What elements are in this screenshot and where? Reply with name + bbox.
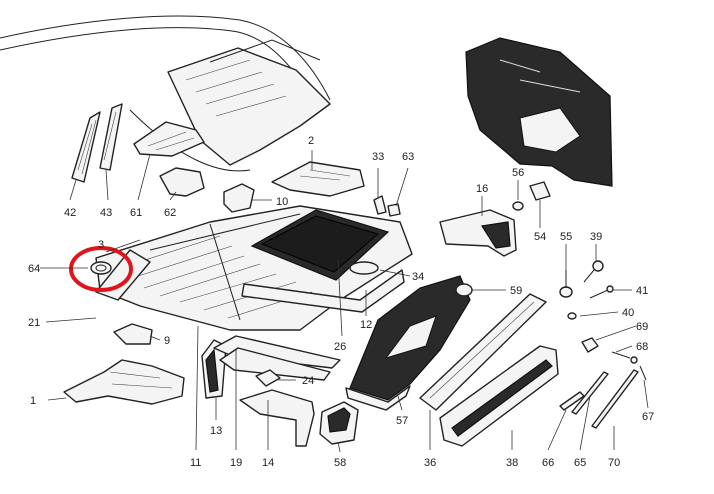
callout-26: 26	[334, 341, 346, 353]
callout-14: 14	[262, 457, 274, 469]
callout-9: 9	[164, 335, 170, 347]
callout-36: 36	[424, 457, 436, 469]
part-38-bumper	[439, 345, 559, 447]
part-55-bolt	[559, 270, 573, 298]
part-14-bracket	[239, 389, 315, 447]
part-64-grommet	[90, 261, 112, 275]
rear-body-section	[465, 37, 613, 187]
roof-outline	[0, 15, 331, 172]
callout-24: 24	[302, 375, 314, 387]
callout-41: 41	[636, 285, 648, 297]
part-10-bracket	[223, 183, 255, 213]
callout-16: 16	[476, 183, 488, 195]
callout-59: 59	[510, 285, 522, 297]
callout-12: 12	[360, 319, 372, 331]
callout-labels: 1 2 3 9 10 11 12 13 14 16 19 21 24 26 33…	[28, 135, 654, 469]
callout-58: 58	[334, 457, 346, 469]
part-63-clip	[387, 203, 401, 217]
part-9-bracket	[113, 323, 153, 345]
part-39-eyebolt	[583, 260, 604, 283]
callout-67: 67	[642, 411, 654, 423]
leader-lines	[40, 150, 649, 453]
callout-64: 64	[28, 263, 40, 275]
part-65-strip	[571, 371, 609, 415]
part-33-clip	[373, 195, 387, 215]
callout-13: 13	[210, 425, 222, 437]
part-57-rear-panel	[345, 275, 471, 411]
callout-57: 57	[396, 415, 408, 427]
part-62-bracket	[159, 167, 205, 197]
callout-62: 62	[164, 207, 176, 219]
callout-61: 61	[130, 207, 142, 219]
callout-69: 69	[636, 321, 648, 333]
callout-56: 56	[512, 167, 524, 179]
part-13-channel	[201, 339, 227, 399]
callout-63: 63	[402, 151, 414, 163]
callout-1: 1	[30, 395, 36, 407]
part-19-rail	[213, 335, 341, 381]
part-1-sill	[63, 359, 185, 405]
part-41-bolt	[589, 285, 614, 299]
callout-38: 38	[506, 457, 518, 469]
callout-3: 3	[98, 239, 104, 251]
part-67-bolt	[639, 365, 647, 381]
callout-68: 68	[636, 341, 648, 353]
part-69-nut	[581, 337, 599, 353]
callout-11: 11	[190, 457, 201, 469]
callout-65: 65	[574, 457, 586, 469]
part-70-strip	[591, 369, 639, 429]
part-24-clip	[255, 369, 281, 387]
callout-40: 40	[622, 307, 634, 319]
callout-19: 19	[230, 457, 242, 469]
callout-43: 43	[100, 207, 112, 219]
callout-39: 39	[590, 231, 602, 243]
part-2-bracket	[271, 161, 365, 197]
part-56-nut	[512, 201, 524, 211]
part-59-grommet	[455, 283, 473, 297]
callout-42: 42	[64, 207, 76, 219]
callout-2: 2	[308, 135, 314, 147]
part-58-box	[319, 401, 359, 445]
part-42-pillar	[71, 111, 101, 183]
callout-33: 33	[372, 151, 384, 163]
part-54-bracket	[529, 181, 551, 201]
callout-70: 70	[608, 457, 620, 469]
callout-66: 66	[542, 457, 554, 469]
callout-54: 54	[534, 231, 546, 243]
callout-34: 34	[412, 271, 424, 283]
part-40-washer	[567, 312, 577, 320]
callout-10: 10	[276, 196, 288, 208]
part-12-rail	[241, 269, 405, 313]
part-61-panel	[133, 121, 205, 157]
part-26-cover-plate	[250, 209, 390, 281]
part-36-bar	[419, 293, 547, 411]
part-34-plug	[349, 261, 379, 275]
part-16-support	[439, 209, 517, 257]
callout-55: 55	[560, 231, 572, 243]
part-68-screw	[611, 351, 638, 364]
highlight-circle	[69, 246, 133, 292]
part-43-pillar	[99, 103, 123, 171]
callout-21: 21	[28, 317, 40, 329]
